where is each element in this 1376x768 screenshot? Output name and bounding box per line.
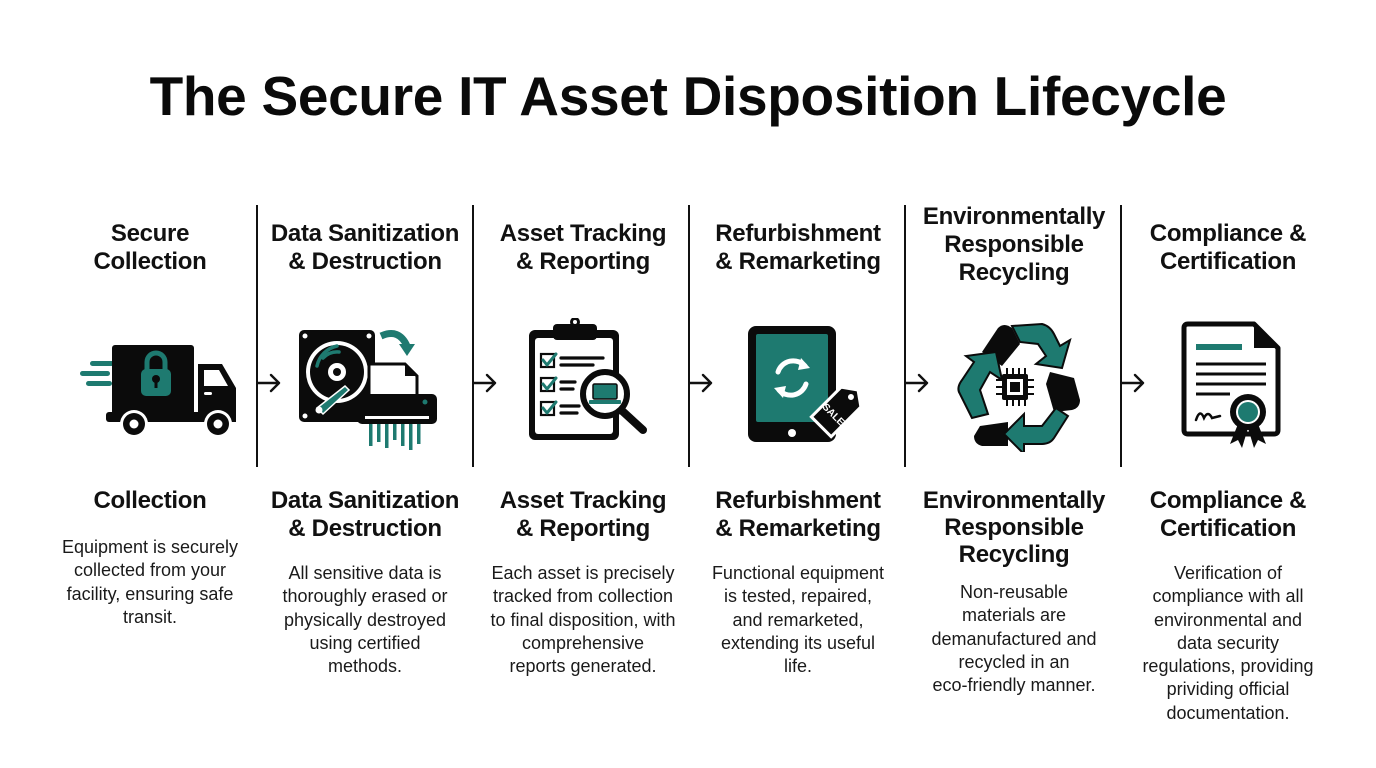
- description-line: materials are: [961, 605, 1067, 626]
- heading-line: Data Sanitization: [270, 220, 460, 247]
- stage-compliance: Compliance & Certification Compliance & …: [1120, 0, 1336, 768]
- certificate-ribbon-icon: [1181, 321, 1281, 448]
- page-title: The Secure IT Asset Disposition Lifecycl…: [149, 65, 1227, 127]
- hard-drive-shredder-icon: [299, 330, 437, 450]
- stage-title: Asset Tracking & Reporting: [475, 487, 691, 543]
- heading-line: & Destruction: [288, 248, 442, 275]
- stage-description: Non-reusable materials are demanufacture…: [910, 581, 1118, 697]
- description-line: eco-friendly manner.: [932, 675, 1096, 696]
- description-line: Non-reusable: [959, 582, 1069, 602]
- description-line: methods.: [327, 656, 403, 677]
- description-line: prividing official: [1166, 679, 1290, 700]
- divider: [256, 205, 258, 467]
- heading-line: Compliance &: [1149, 487, 1307, 514]
- description-line: All sensitive data is: [288, 563, 442, 583]
- heading-line: Refurbishment: [715, 487, 881, 514]
- stage-description: Each asset is precisely tracked from col…: [479, 562, 687, 678]
- description-line: collected from your: [73, 560, 227, 581]
- description-line: is tested, repaired,: [723, 586, 873, 607]
- description-line: reports generated.: [509, 656, 657, 677]
- description-line: physically destroyed: [283, 609, 447, 630]
- heading-line: Data Sanitization: [270, 487, 460, 514]
- description-line: Functional equipment: [711, 563, 885, 583]
- description-line: Verification of: [1173, 563, 1283, 583]
- stage-secure-collection: Secure Collection Collection Equip: [42, 0, 258, 768]
- description-line: data security: [1176, 632, 1280, 653]
- heading-line: & Reporting: [515, 248, 651, 275]
- recycle-chip-icon: [957, 322, 1080, 452]
- truck-lock-icon: [80, 345, 236, 438]
- heading-line: Certification: [1159, 515, 1297, 542]
- divider: [472, 205, 474, 467]
- stage-recycling: Environmentally Responsible Recycling En…: [906, 0, 1122, 768]
- heading-line: Asset Tracking: [499, 220, 667, 247]
- heading-line: Certification: [1159, 248, 1297, 275]
- heading-line: Secure: [110, 220, 190, 247]
- description-line: comprehensive: [521, 632, 645, 653]
- right-arrow-icon: [473, 373, 497, 393]
- description-line: recycled in an: [958, 651, 1070, 672]
- right-arrow-icon: [1121, 373, 1145, 393]
- description-line: extending its useful: [720, 632, 876, 653]
- description-line: regulations, providing: [1142, 656, 1314, 677]
- description-line: Each asset is precisely: [491, 563, 675, 583]
- heading-line: Environmentally: [922, 203, 1106, 230]
- right-arrow-icon: [257, 373, 281, 393]
- right-arrow-icon: [689, 373, 713, 393]
- stage-data-sanitization: Data Sanitization & Destruction: [257, 0, 473, 768]
- stage-title: Data Sanitization & Destruction: [257, 487, 473, 543]
- heading-line: & Remarketing: [715, 248, 881, 275]
- divider: [904, 205, 906, 467]
- heading-line: & Destruction: [288, 515, 442, 542]
- heading-line: Recycling: [958, 259, 1070, 286]
- description-line: transit.: [122, 606, 178, 627]
- stage-asset-tracking: Asset Tracking & Reporting Asset Trackin…: [475, 0, 691, 768]
- description-line: and remarketed,: [732, 609, 864, 630]
- tablet-refresh-sale-tag-icon: SALE: [748, 326, 863, 442]
- stage-description: Verification of compliance with all envi…: [1124, 562, 1332, 725]
- stage-heading: Compliance & Certification: [1120, 220, 1336, 276]
- description-line: using certified: [309, 632, 421, 653]
- stage-refurbishment: Refurbishment & Remarketing SALE Refurbi…: [690, 0, 906, 768]
- stage-title: Environmentally Responsible Recycling: [906, 487, 1122, 568]
- stage-title: Collection: [42, 487, 258, 515]
- description-line: facility, ensuring safe: [66, 583, 234, 604]
- stage-heading: Environmentally Responsible Recycling: [906, 203, 1122, 287]
- description-line: compliance with all: [1152, 586, 1304, 607]
- description-line: life.: [783, 656, 812, 677]
- heading-line: Collection: [93, 248, 207, 275]
- clipboard-magnifier-icon: [529, 318, 647, 440]
- stage-description: All sensitive data is thoroughly erased …: [261, 562, 469, 678]
- heading-line: Collection: [93, 487, 207, 514]
- heading-line: Environmentally: [922, 487, 1106, 514]
- stage-title: Compliance & Certification: [1120, 487, 1336, 543]
- stage-title: Refurbishment & Remarketing: [690, 487, 906, 543]
- stage-description: Functional equipment is tested, repaired…: [694, 562, 902, 678]
- stage-heading: Data Sanitization & Destruction: [257, 220, 473, 276]
- heading-line: & Remarketing: [715, 515, 881, 542]
- description-line: tracked from collection: [492, 586, 674, 607]
- heading-line: & Reporting: [515, 515, 651, 542]
- heading-line: Compliance &: [1149, 220, 1307, 247]
- heading-line: Recycling: [958, 541, 1070, 568]
- stage-heading: Refurbishment & Remarketing: [690, 220, 906, 276]
- description-line: to final disposition, with: [490, 609, 676, 630]
- stage-heading: Asset Tracking & Reporting: [475, 220, 691, 276]
- divider: [688, 205, 690, 467]
- description-line: documentation.: [1166, 702, 1290, 723]
- heading-line: Refurbishment: [715, 220, 881, 247]
- description-line: thoroughly erased or: [282, 586, 448, 607]
- divider: [1120, 205, 1122, 467]
- stage-heading: Secure Collection: [42, 220, 258, 276]
- description-line: Equipment is securely: [61, 537, 239, 557]
- heading-line: Responsible: [944, 514, 1084, 541]
- heading-line: Responsible: [944, 231, 1084, 258]
- stage-description: Equipment is securely collected from you…: [46, 536, 254, 629]
- description-line: demanufactured and: [931, 628, 1097, 649]
- right-arrow-icon: [905, 373, 929, 393]
- description-line: environmental and: [1153, 609, 1303, 630]
- heading-line: Asset Tracking: [499, 487, 667, 514]
